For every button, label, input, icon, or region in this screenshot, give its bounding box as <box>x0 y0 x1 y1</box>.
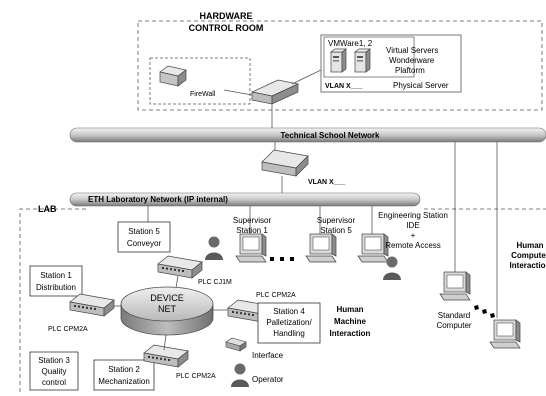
supervisor1-label-line1: Supervisor <box>233 216 272 225</box>
device-net-label-line2: NET <box>158 304 177 314</box>
engineering-computer-icon <box>357 233 389 263</box>
lab-network-label: ETH Laboratory Network (IP internal) <box>88 195 228 204</box>
hmi-label-line1: Human <box>336 305 363 314</box>
lab-network-bar <box>69 192 421 207</box>
firewall-link <box>223 89 253 96</box>
plc-cpm2a-bottom-label: PLC CPM2A <box>176 373 216 380</box>
plc-bottom-to-devicenet <box>163 334 167 351</box>
vmware-label: VMWare1, 2 <box>328 39 373 48</box>
wonderware-label: Wonderware <box>389 56 435 65</box>
engineering-label-line2: IDE <box>406 221 419 230</box>
technical-school-network-label: Technical School Network <box>281 131 381 140</box>
server-icon <box>330 48 347 73</box>
physical-server-label: Physical Server <box>393 81 449 90</box>
hmi-label-line2: Machine <box>334 317 367 326</box>
standard-computer-label-line2: Computer <box>436 321 471 330</box>
plc-cj1m-to-devicenet <box>175 275 179 289</box>
hardware-room-boundary <box>137 20 543 111</box>
standard-computer-icon-2 <box>489 319 521 349</box>
station4-label-line1: Station 4 <box>273 307 305 316</box>
station1-label-line1: Station 1 <box>40 271 72 280</box>
station5-label-line2: Conveyor <box>127 239 162 248</box>
interface-icon <box>225 337 247 352</box>
station4-label-line3: Handling <box>273 329 305 338</box>
server-icon <box>354 48 371 73</box>
operator-label: Operator <box>252 375 284 384</box>
station4-label-line2: Palletization/ <box>266 318 312 327</box>
hardware-room-title-line2: CONTROL ROOM <box>189 23 264 33</box>
plc-cj1m-icon <box>157 255 203 279</box>
station1-label-line2: Distribution <box>36 283 76 292</box>
station2-box <box>93 359 155 391</box>
engineering-label-line1: Engineering Station <box>378 211 448 220</box>
engineering-label-line3: + <box>411 231 416 240</box>
station2-label-line2: Mechanization <box>98 377 150 386</box>
supervisor1-computer-icon <box>235 233 267 263</box>
station5-label-line1: Station 5 <box>128 227 160 236</box>
more-computers-dots <box>474 305 495 318</box>
technical-school-network-bar <box>69 127 546 143</box>
supervisor1-label-line2: Station 1 <box>236 226 268 235</box>
virtual-servers-label: Virtual Servers <box>386 46 438 55</box>
station3-box <box>29 351 79 391</box>
plc-cpm2a-left-label: PLC CPM2A <box>48 326 88 333</box>
hardware-room-title-line1: HARDWARE <box>200 11 253 21</box>
plc-cpm2a-mid-label: PLC CPM2A <box>256 292 296 299</box>
supervisor5-label-line2: Station 5 <box>320 226 352 235</box>
server-link <box>291 69 322 85</box>
supervisor5-computer-icon <box>305 233 337 263</box>
lab-boundary-left <box>19 208 86 392</box>
device-net-label-line1: DEVICE <box>150 293 184 303</box>
hci-label-line1: Human <box>516 241 543 250</box>
station3-label-line2: Quality <box>42 367 67 376</box>
station3-label-line3: control <box>42 378 66 387</box>
hci-label-line3: Interaction <box>510 261 546 270</box>
station5-box <box>117 221 171 253</box>
operator-person-icon <box>231 363 249 387</box>
vlan-switch-icon <box>261 149 309 177</box>
plc-cj1m-label: PLC CJ1M <box>198 279 232 286</box>
standard-computer-label-line1: Standard <box>438 311 470 320</box>
firewall-label: FireWall <box>190 91 216 98</box>
device-net-disk <box>120 286 214 336</box>
station3-label-line1: Station 3 <box>38 356 70 365</box>
more-stations-dots <box>270 257 294 261</box>
firewall-boundary <box>149 57 251 105</box>
plc-cpm2a-left-icon <box>69 293 115 317</box>
supervisor1-person-icon <box>205 236 223 260</box>
hmi-label-line3: Interaction <box>330 329 371 338</box>
control-room-switch-icon <box>250 79 300 105</box>
engineering-label-line4: Remote Access <box>385 241 441 250</box>
standard-computer-icon <box>439 271 471 301</box>
platform-label: Plaftorm <box>395 66 425 75</box>
station2-label-line1: Station 2 <box>108 365 140 374</box>
station4-box <box>257 302 321 344</box>
hci-label-line2: Computer <box>511 251 546 260</box>
interface-label: Interface <box>252 351 284 360</box>
station1-box <box>29 265 83 297</box>
lab-title: LAB <box>38 204 57 214</box>
supervisor5-label-line1: Supervisor <box>317 216 356 225</box>
vlan-label-server: VLAN X___ <box>325 83 362 90</box>
vlan-label-lab: VLAN X___ <box>308 179 345 186</box>
firewall-icon <box>159 65 187 87</box>
